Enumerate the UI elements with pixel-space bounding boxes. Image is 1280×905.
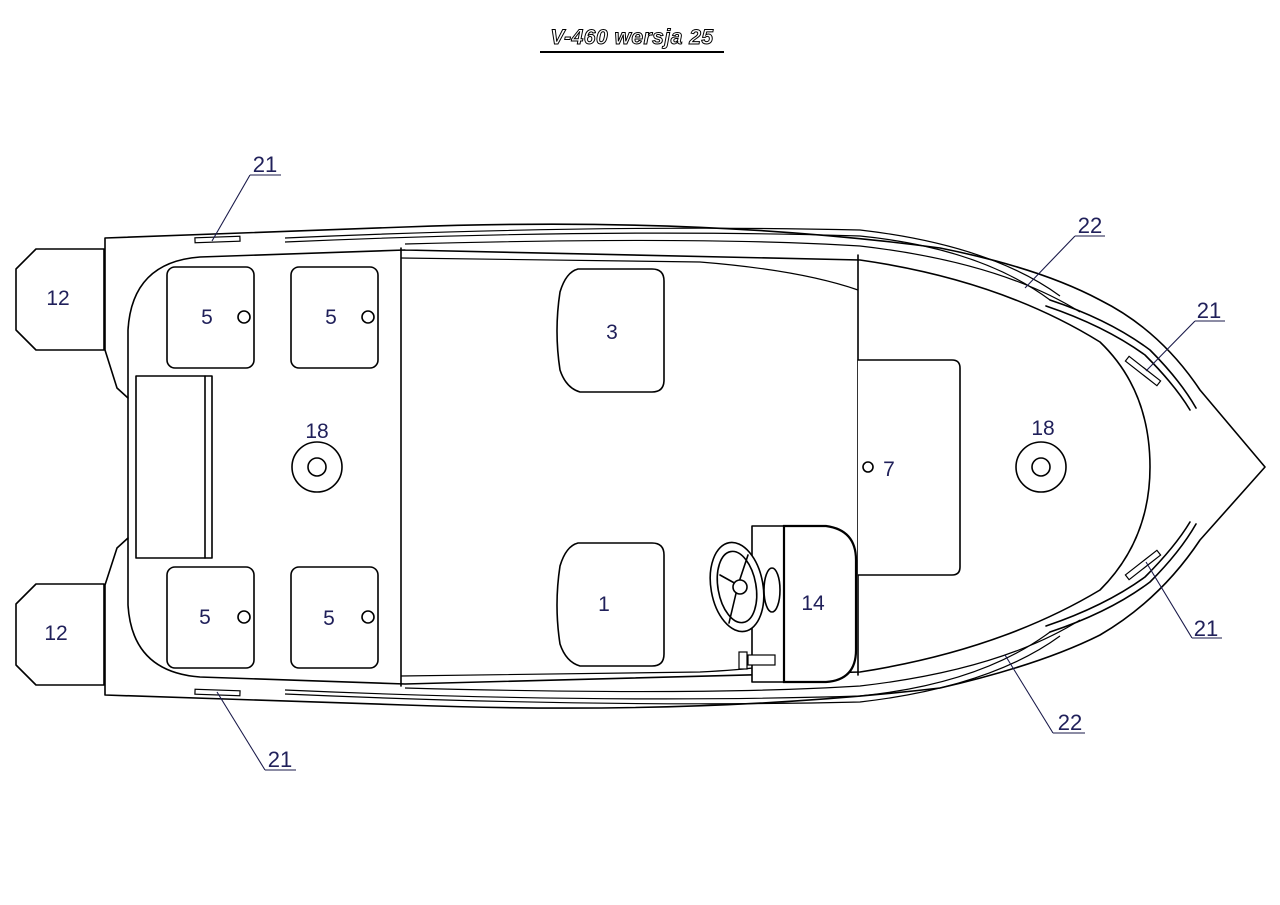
hull-outline — [104, 223, 1266, 709]
rub-strip-bow-top — [1124, 355, 1162, 387]
gunwale-line-top-2 — [284, 227, 1061, 297]
rear-hatch-1[interactable] — [166, 266, 255, 369]
gunwale-line-bottom-1 — [284, 631, 1051, 700]
bow-cleat-icon — [1015, 441, 1067, 493]
stern-cleat-icon — [291, 441, 343, 493]
callout-rub-strip-bow-bottom: 21 — [1194, 616, 1218, 641]
fender-rail-bottom-inner — [1045, 521, 1191, 627]
drawing-title: V-460 wersja 25 — [540, 26, 724, 53]
rear-hatch-2[interactable] — [290, 266, 379, 369]
driver-seat[interactable] — [556, 542, 665, 667]
hatch-latch-icon — [237, 610, 251, 624]
hatch-latch-icon — [237, 310, 251, 324]
throttle-lever-icon[interactable] — [738, 651, 776, 670]
rub-strip-bow-bottom — [1124, 549, 1162, 581]
fender-rail-top-inner — [1045, 305, 1191, 411]
label-outboard-bracket-bottom: 12 — [44, 622, 67, 645]
callout-rub-strip-stern-top: 21 — [253, 152, 277, 177]
callout-rub-strip-bow-top: 21 — [1197, 298, 1221, 323]
hatch-latch-icon — [361, 610, 375, 624]
rear-hatch-4[interactable] — [290, 566, 379, 669]
leader-lines — [211, 174, 1225, 771]
outboard-bracket-bottom — [15, 583, 105, 686]
locker-latch-icon — [862, 461, 874, 473]
label-rear-hatch-3: 5 — [199, 606, 211, 629]
label-rear-hatch-4: 5 — [323, 607, 335, 630]
label-rear-hatch-1: 5 — [201, 306, 213, 329]
inner-deck-outline — [127, 249, 1151, 685]
gunwale-line-bottom-2 — [284, 635, 1061, 705]
gunwale-line-top-1 — [284, 232, 1051, 301]
steering-console[interactable] — [782, 524, 858, 684]
label-bow-cleat: 18 — [1031, 417, 1054, 440]
label-outboard-bracket-top: 12 — [46, 287, 69, 310]
gunwale-line-top-3 — [404, 239, 1081, 313]
callout-rub-strip-stern-bottom: 21 — [268, 747, 292, 772]
callout-fender-rail-top: 22 — [1078, 213, 1102, 238]
passenger-seat[interactable] — [556, 268, 665, 393]
cockpit-edge-top — [400, 257, 859, 291]
label-steering-console: 14 — [801, 592, 825, 615]
rub-strip-stern-top — [194, 235, 241, 244]
label-passenger-seat: 3 — [606, 321, 618, 344]
label-stern-cleat: 18 — [305, 420, 328, 443]
rear-hatch-3[interactable] — [166, 566, 255, 669]
label-bow-locker: 7 — [883, 458, 895, 481]
steering-wheel-icon[interactable] — [704, 538, 781, 636]
gunwale-line-bottom-3 — [404, 619, 1081, 693]
outboard-bracket-top — [15, 248, 105, 351]
callout-fender-rail-bottom: 22 — [1058, 710, 1082, 735]
label-driver-seat: 1 — [598, 593, 610, 616]
stern-well — [135, 375, 213, 559]
hatch-latch-icon — [361, 310, 375, 324]
bow-locker[interactable] — [857, 359, 961, 576]
fender-rail-top — [1049, 299, 1197, 409]
label-rear-hatch-2: 5 — [325, 306, 337, 329]
fender-rail-bottom — [1049, 523, 1197, 633]
